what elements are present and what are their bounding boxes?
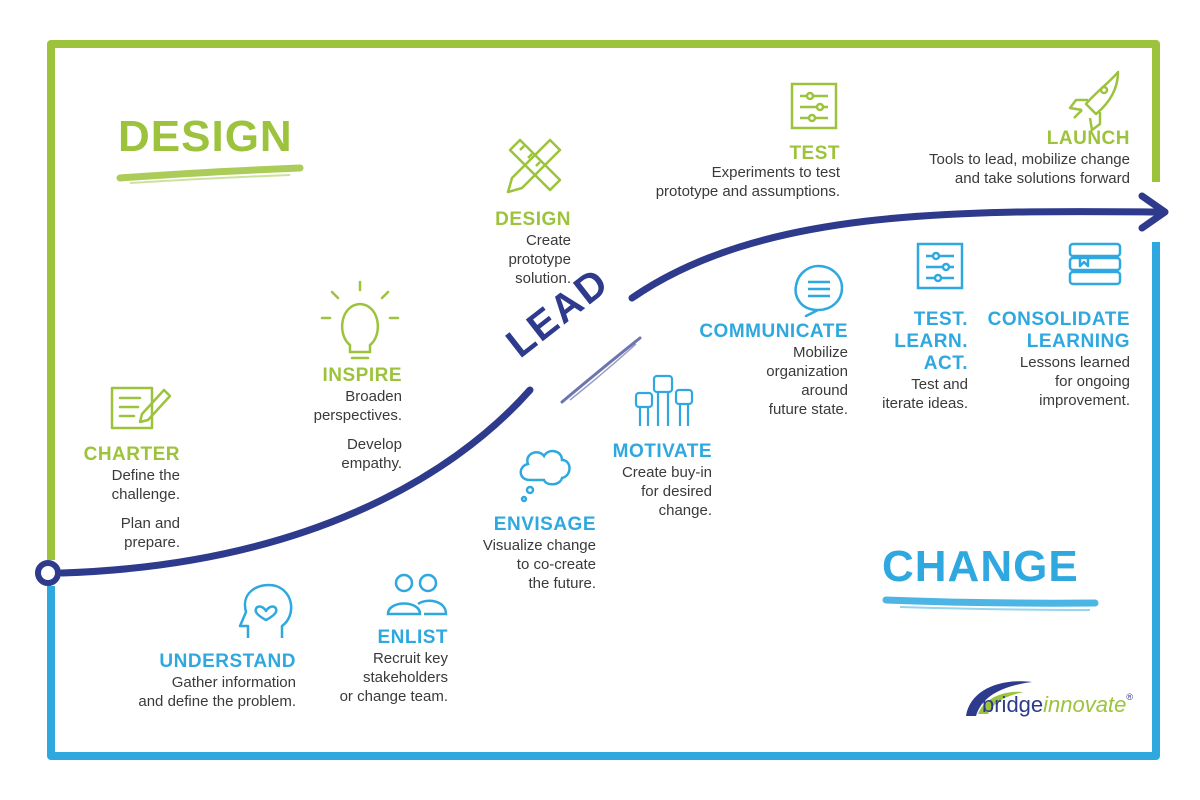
launch-title: LAUNCH	[1046, 128, 1130, 149]
charter-desc-1: Define the	[111, 467, 180, 484]
test-desc-2: prototype and assumptions.	[655, 183, 840, 200]
sliders-icon	[790, 82, 838, 130]
document-pencil-icon	[110, 386, 172, 430]
design-desc-2: prototype	[508, 251, 571, 268]
enlist-desc-2: stakeholders	[362, 669, 448, 686]
lightbulb-icon	[320, 280, 400, 360]
raised-fists-icon	[634, 374, 694, 426]
understand-title: UNDERSTAND	[159, 651, 296, 672]
consolidate-title-1: CONSOLIDATE	[987, 309, 1130, 330]
rocket-icon	[1068, 70, 1120, 132]
design-stage-title: DESIGN	[495, 209, 571, 230]
design-frame-line	[47, 40, 1160, 560]
envisage-desc-1: Visualize change	[482, 537, 596, 554]
consolidate-block: CONSOLIDATE LEARNING Lessons learned for…	[988, 309, 1130, 410]
enlist-block: ENLIST Recruit key stakeholders or chang…	[340, 627, 448, 706]
motivate-desc-1: Create buy-in	[621, 464, 712, 481]
logo-swoosh	[966, 681, 1032, 716]
start-circle	[35, 560, 61, 586]
test-learn-act-title-1: TEST.	[913, 309, 968, 330]
logo-part-innovate: innovate	[1043, 692, 1127, 717]
inspire-block: INSPIRE Broaden perspectives. Develop em…	[314, 365, 402, 473]
sliders-icon-2	[916, 242, 964, 290]
design-stage-block: DESIGN Create prototype solution.	[495, 209, 571, 288]
charter-title: CHARTER	[83, 444, 180, 465]
test-desc-1: Experiments to test	[711, 164, 840, 181]
envisage-desc-2: to co-create	[516, 556, 596, 573]
inspire-desc-1: Broaden	[345, 388, 402, 405]
charter-desc-2: challenge.	[111, 486, 180, 503]
understand-block: UNDERSTAND Gather information and define…	[138, 651, 296, 711]
test-learn-act-block: TEST. LEARN. ACT. Test and iterate ideas…	[882, 309, 968, 413]
test-learn-act-title-2: LEARN.	[894, 331, 968, 352]
consolidate-title-2: LEARNING	[1026, 331, 1130, 352]
logo-part-bridge: bridge	[982, 692, 1044, 717]
motivate-desc-3: change.	[658, 502, 712, 519]
ruler-pencil-icon	[506, 138, 562, 194]
motivate-desc-2: for desired	[641, 483, 712, 500]
head-heart-icon	[238, 583, 293, 638]
people-icon	[386, 573, 448, 616]
change-brush-underline	[882, 596, 1099, 607]
test-title: TEST	[789, 143, 840, 164]
speech-bubble-icon	[794, 264, 844, 318]
envisage-block: ENVISAGE Visualize change to co-create t…	[483, 514, 596, 593]
consolidate-desc-3: improvement.	[1039, 392, 1130, 409]
enlist-desc-1: Recruit key	[372, 650, 448, 667]
communicate-desc-4: future state.	[768, 401, 848, 418]
inspire-desc-2: perspectives.	[313, 407, 402, 424]
design-brush-underline	[116, 164, 304, 182]
communicate-title: COMMUNICATE	[699, 321, 848, 342]
inspire-desc-4: empathy.	[341, 455, 402, 472]
books-icon	[1068, 242, 1122, 286]
envisage-title: ENVISAGE	[493, 514, 596, 535]
design-heading: DESIGN	[118, 112, 293, 161]
launch-block: LAUNCH Tools to lead, mobilize change an…	[929, 128, 1130, 188]
consolidate-desc-2: for ongoing	[1054, 373, 1130, 390]
understand-desc-1: Gather information	[171, 674, 296, 691]
communicate-desc-3: around	[801, 382, 848, 399]
test-learn-act-title-3: ACT.	[923, 353, 968, 374]
communicate-block: COMMUNICATE Mobilize organization around…	[699, 321, 848, 419]
test-learn-act-desc-2: iterate ideas.	[882, 395, 968, 412]
inspire-title: INSPIRE	[322, 365, 402, 386]
launch-desc-1: Tools to lead, mobilize change	[929, 151, 1130, 168]
lead-curve-arrow	[58, 208, 1164, 577]
test-learn-act-desc-1: Test and	[911, 376, 968, 393]
change-heading: CHANGE	[882, 542, 1079, 591]
motivate-block: MOTIVATE Create buy-in for desired chang…	[613, 441, 712, 520]
bridgeinnovate-logo: bridgeinnovate®	[982, 692, 1133, 718]
envisage-desc-3: the future.	[528, 575, 596, 592]
change-frame-line	[47, 242, 1160, 760]
launch-desc-2: and take solutions forward	[954, 170, 1130, 187]
design-desc-3: solution.	[515, 270, 571, 287]
motivate-title: MOTIVATE	[612, 441, 712, 462]
consolidate-desc-1: Lessons learned	[1019, 354, 1130, 371]
arrow-head	[1138, 192, 1169, 232]
charter-desc-4: prepare.	[124, 534, 180, 551]
thought-cloud-icon	[519, 449, 571, 503]
test-block: TEST	[640, 143, 840, 165]
communicate-desc-1: Mobilize	[792, 344, 848, 361]
enlist-title: ENLIST	[377, 627, 448, 648]
test-desc-block: Experiments to test prototype and assump…	[656, 163, 840, 201]
design-desc-1: Create	[525, 232, 571, 249]
lead-brush-stroke	[560, 336, 642, 404]
logo-registered-mark: ®	[1126, 692, 1133, 702]
communicate-desc-2: organization	[766, 363, 848, 380]
charter-desc-3: Plan and	[120, 515, 180, 532]
enlist-desc-3: or change team.	[339, 688, 448, 705]
inspire-desc-3: Develop	[346, 436, 402, 453]
understand-desc-2: and define the problem.	[138, 693, 296, 710]
charter-block: CHARTER Define the challenge. Plan and p…	[84, 444, 180, 552]
